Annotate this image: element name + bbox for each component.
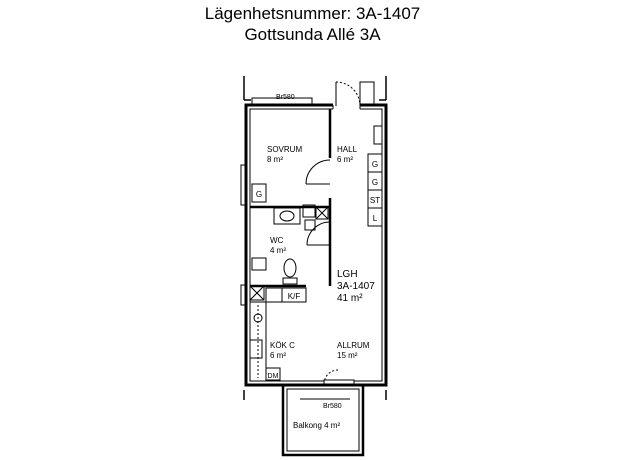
sovrum-label: SOVRUM	[267, 145, 302, 154]
hall-area: 6 m²	[337, 155, 353, 164]
kitchen-fixtures	[249, 285, 307, 382]
unit-area: 41 m²	[337, 293, 363, 304]
balkong-label: Balkong 4 m²	[293, 421, 340, 430]
wc-fixtures	[251, 204, 329, 285]
br-bottom-label: Br580	[323, 403, 342, 410]
hall-closet-g1-label: G	[372, 160, 378, 169]
wall-ticks	[240, 76, 387, 400]
balcony-door	[323, 369, 355, 385]
sovrum-area: 8 m²	[267, 155, 283, 164]
wc-label: WC	[270, 236, 284, 245]
hall-label: HALL	[337, 145, 358, 154]
hall-closet-g2-label: G	[372, 178, 378, 187]
wardrobe	[251, 183, 267, 203]
unit-number: 3A-1407	[337, 281, 375, 292]
wardrobe-label: G	[256, 190, 262, 199]
wc-area: 4 m²	[270, 246, 286, 255]
balcony-rail-top	[251, 97, 313, 105]
balcony	[281, 383, 365, 457]
address-subtitle: Gottsunda Allé 3A	[244, 25, 381, 44]
entry-door	[335, 81, 375, 107]
hall-closet-st-label: ST	[370, 196, 380, 205]
unit-label: LGH	[337, 269, 358, 280]
allrum-area: 15 m²	[337, 351, 358, 360]
kf-label: K/F	[288, 292, 301, 301]
allrum-label: ALLRUM	[337, 341, 370, 350]
dm-label: DM	[268, 373, 279, 380]
hall-closets	[367, 125, 383, 227]
hall-closet-l-label: L	[373, 214, 378, 223]
kok-area: 6 m²	[270, 351, 286, 360]
br-top-label: Br580	[276, 94, 295, 101]
door-swings	[305, 159, 331, 246]
apartment-number-title: Lägenhetsnummer: 3A-1407	[204, 4, 421, 23]
kok-label: KÖK C	[270, 341, 295, 350]
